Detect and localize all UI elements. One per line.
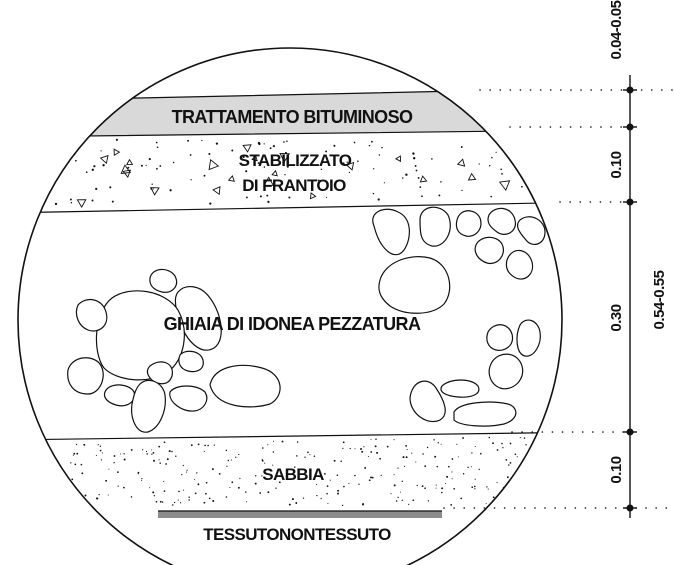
gravel-sand-boundary (18, 431, 562, 441)
stabilized-texture (29, 138, 549, 209)
dim-gravel: 0.30 (608, 304, 625, 331)
gravel-stones (67, 206, 546, 433)
label-fabric: TESSUTONONTESSUTO (203, 525, 391, 544)
dim-total: 0.54-0.55 (651, 270, 668, 329)
label-sand: SABBIA (262, 465, 324, 484)
dim-stabilized: 0.10 (608, 151, 625, 178)
fabric-layer (158, 511, 442, 518)
stabilized-gravel-boundary (18, 201, 562, 214)
label-stabilized-1: STABILIZZATO (239, 151, 352, 170)
label-stabilized-2: DI FRANTOIO (242, 176, 346, 195)
leader-lines (443, 89, 674, 509)
dimension-ticks (623, 86, 637, 512)
dim-bitumen: 0.04-0.05 (608, 0, 625, 59)
label-bitumen: TRATTAMENTO BITUMINOSO (172, 107, 413, 127)
section-circle (17, 47, 563, 565)
label-gravel: GHIAIA DI IDONEA PEZZATURA (164, 314, 421, 334)
sand-texture (70, 436, 527, 507)
dim-sand: 0.10 (608, 456, 625, 483)
